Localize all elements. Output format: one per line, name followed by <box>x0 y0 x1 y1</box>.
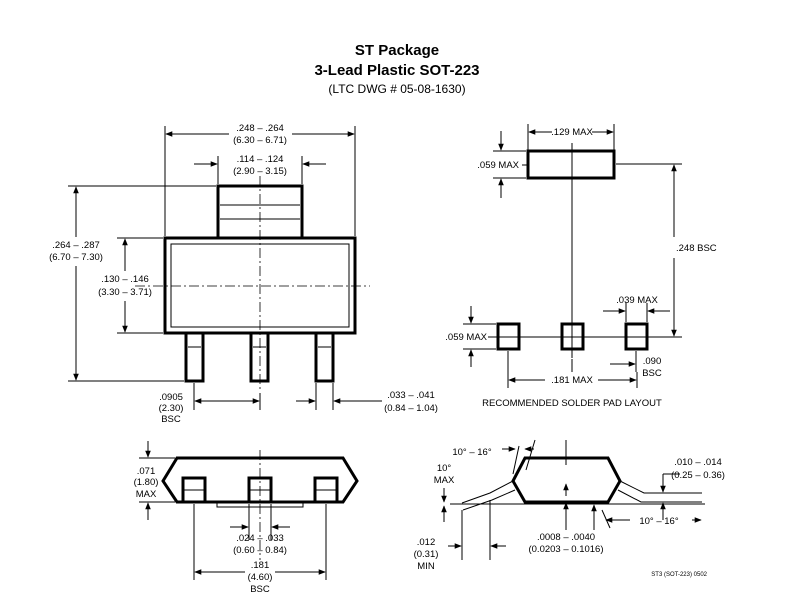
tab-width-mm: (2.90 – 3.15) <box>233 166 287 177</box>
side-thickness-in: .010 – .014 <box>674 457 722 468</box>
side-view: 10° – 16° 10° MAX .010 – .014 (0.25 – 0.… <box>414 439 725 572</box>
pad-layout-caption: RECOMMENDED SOLDER PAD LAYOUT <box>482 398 662 409</box>
top-view: .248 – .264 (6.30 – 6.71) .114 – .124 (2… <box>49 123 438 425</box>
top-width-in: .248 – .264 <box>236 123 284 134</box>
footer-code: ST3 (SOT-223) 0502 <box>651 572 707 578</box>
pad-width-label: .129 MAX <box>551 127 593 138</box>
pitch-note: BSC <box>161 414 181 425</box>
side-standoff-mm: (0.0203 – 0.1016) <box>528 544 603 555</box>
drawing-number: (LTC DWG # 05-08-1630) <box>328 82 465 96</box>
pad-height-label: .059 MAX <box>477 160 519 171</box>
lead-3 <box>314 331 335 383</box>
side-angle-left-1: 10° <box>437 463 452 474</box>
side-foot-note: MIN <box>417 561 435 572</box>
large-pad <box>526 149 616 180</box>
pitch-in: .0905 <box>159 392 183 403</box>
side-standoff-in: .0008 – .0040 <box>537 532 595 543</box>
tab-width-in: .114 – .124 <box>237 154 284 165</box>
lead-width-mm: (0.84 – 1.04) <box>384 403 438 414</box>
lead-2 <box>249 331 270 383</box>
subtitle: 3-Lead Plastic SOT-223 <box>314 62 479 79</box>
title: ST Package <box>355 42 439 59</box>
front-lead-in: .024 – .033 <box>236 533 284 544</box>
front-height-mm: (1.80) <box>134 477 159 488</box>
top-width-mm: (6.30 – 6.71) <box>233 135 287 146</box>
front-height-note: MAX <box>136 489 157 500</box>
side-thickness-mm: (0.25 – 0.36) <box>671 470 725 481</box>
front-view: .071 (1.80) MAX .024 – .033 (0.60 – 0.84… <box>134 441 359 595</box>
front-span-in: .181 <box>251 560 270 571</box>
lead-width-in: .033 – .041 <box>387 390 435 401</box>
top-height-mm: (6.70 – 7.30) <box>49 252 103 263</box>
small-pad-height-label: .059 MAX <box>445 332 487 343</box>
pitch-mm: (2.30) <box>159 403 184 414</box>
total-span-label: .181 MAX <box>551 375 593 386</box>
side-angle-right: 10° – 16° <box>639 516 678 527</box>
small-pitch-label: .090 <box>643 356 662 367</box>
side-angle-top: 10° – 16° <box>452 447 491 458</box>
front-span-note: BSC <box>250 584 270 595</box>
small-pitch-note: BSC <box>642 368 662 379</box>
small-pad-width-label: .039 MAX <box>616 295 658 306</box>
top-height-in: .264 – .287 <box>52 240 100 251</box>
front-lead-mm: (0.60 – 0.84) <box>233 545 287 556</box>
body-height-mm: (3.30 – 3.71) <box>98 287 152 298</box>
solder-pad-layout: .129 MAX .059 MAX .248 BSC .039 MAX .059… <box>445 124 717 409</box>
pad-span-label: .248 BSC <box>676 243 717 254</box>
side-foot-mm: (0.31) <box>414 549 439 560</box>
side-foot-in: .012 <box>417 537 436 548</box>
body-height-in: .130 – .146 <box>101 274 149 285</box>
front-span-mm: (4.60) <box>248 572 273 583</box>
side-angle-left-2: MAX <box>434 475 455 486</box>
lead-1 <box>184 331 205 383</box>
front-height-in: .071 <box>137 466 156 477</box>
